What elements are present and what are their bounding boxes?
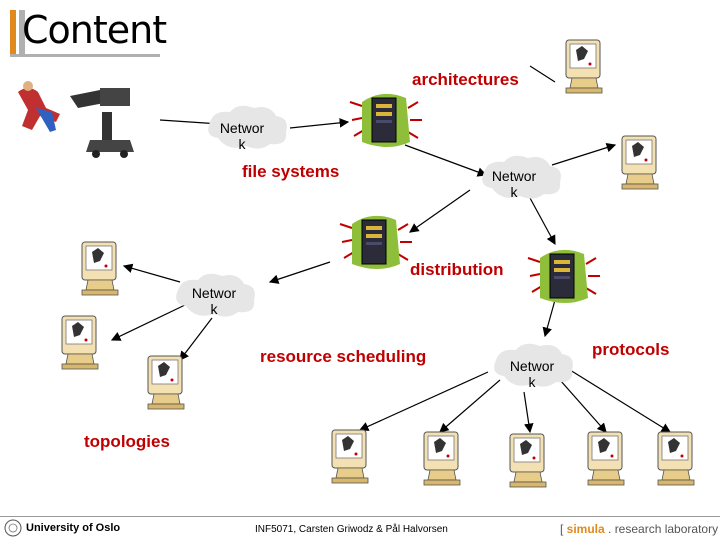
server-icon — [349, 92, 423, 148]
monitor-icon — [81, 241, 119, 296]
footer-university: University of Oslo — [26, 522, 121, 534]
monitor-icon — [423, 431, 461, 486]
monitor-icon — [657, 431, 695, 486]
monitor-icon — [61, 315, 99, 370]
footer-credit: INF5071, Carsten Griwodz & Pål Halvorsen — [255, 524, 448, 535]
monitor-icon — [565, 39, 603, 94]
server-icon — [339, 214, 413, 270]
label-protocols: protocols — [592, 340, 670, 359]
label-architectures: architectures — [412, 70, 519, 89]
page-title: Content — [22, 8, 167, 52]
monitor-icon — [509, 433, 547, 488]
label-distribution: distribution — [410, 260, 504, 279]
footer-lab-logo: [ simula . research laboratory ] — [560, 522, 720, 536]
camera-operator-icon — [18, 81, 134, 158]
title-decoration — [10, 6, 160, 57]
monitor-icon — [621, 135, 659, 190]
monitor-icon — [587, 431, 625, 486]
label-resource-scheduling: resource scheduling — [260, 347, 427, 366]
server-icon — [527, 248, 601, 304]
monitor-icon — [331, 429, 369, 484]
monitor-icon — [147, 355, 185, 410]
connection-lines — [110, 65, 672, 434]
label-file-systems: file systems — [242, 162, 340, 181]
label-topologies: topologies — [84, 432, 170, 451]
footer-divider — [0, 516, 720, 517]
university-seal-icon — [4, 519, 22, 537]
